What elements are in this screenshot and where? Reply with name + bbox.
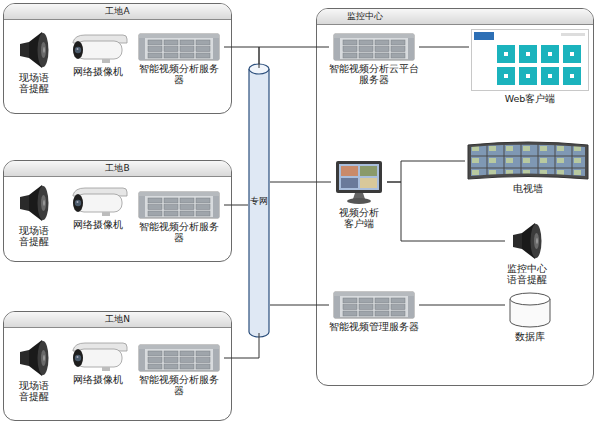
- device-label: 电视墙: [465, 184, 591, 195]
- spk-icon: [17, 338, 51, 378]
- camera-device: 网络摄像机: [66, 187, 130, 231]
- device-label: 网络摄像机: [66, 375, 130, 386]
- srv-icon: [333, 33, 415, 61]
- connector-line: [270, 305, 329, 306]
- site-panel: 工地B 现场语音提醒 网络摄像机智能视频分析服务器: [3, 160, 232, 262]
- device-label: 现场语音提醒: [18, 73, 50, 95]
- device-label: 视频分析客户端: [339, 208, 379, 230]
- device-label: 智能视频分析服务器: [137, 64, 221, 86]
- site-panel: 工地A 现场语音提醒 网络摄像机智能视频分析服务器: [3, 3, 232, 114]
- center-panel: 监控中心智能视频分析云平台服务器 Web客户端视频分析客户端 电视墙监控中心语音提醒…: [316, 8, 594, 386]
- spk-icon: [17, 183, 51, 223]
- tv-icon: [467, 141, 589, 181]
- srv-icon: [138, 344, 220, 372]
- connector-line: [419, 47, 469, 48]
- cam-icon: [68, 187, 128, 217]
- server-device: 智能视频分析云平台服务器: [329, 33, 419, 86]
- panel-title: 工地N: [4, 312, 231, 328]
- network-bus: 专网: [248, 63, 270, 338]
- cam-icon: [68, 342, 128, 372]
- server-device: 智能视频分析服务器: [134, 344, 224, 397]
- client-monitor: 视频分析客户端: [331, 159, 387, 230]
- device-label: 网络摄像机: [66, 220, 130, 231]
- web-icon: [471, 29, 589, 91]
- connector-line: [419, 305, 505, 306]
- server-device: 智能视频分析服务器: [134, 191, 224, 244]
- panel-title: 工地A: [4, 4, 231, 20]
- device-label: 智能视频分析服务器: [137, 375, 221, 397]
- connector-line: [224, 47, 259, 68]
- panel-title: 工地B: [4, 161, 231, 177]
- device-label: 数据库: [505, 332, 555, 343]
- speaker-device: 现场语音提醒: [14, 183, 54, 248]
- cam-icon: [68, 34, 128, 64]
- connector-line: [224, 205, 248, 206]
- connector-line: [387, 161, 465, 182]
- device-label: 智能视频分析服务器: [137, 222, 221, 244]
- device-label: 监控中心语音提醒: [507, 264, 547, 286]
- device-label: 智能视频分析云平台服务器: [329, 64, 419, 86]
- db-icon: [507, 291, 553, 329]
- server-device: 智能视频管理服务器: [329, 291, 419, 333]
- bus-label: 专网: [248, 194, 270, 207]
- spk-icon: [510, 221, 544, 261]
- device-label: 智能视频管理服务器: [329, 322, 419, 333]
- connector-line: [259, 47, 329, 64]
- device-label: Web客户端: [469, 94, 591, 105]
- device-label: 网络摄像机: [66, 67, 130, 78]
- speaker-device: 现场语音提醒: [14, 30, 54, 95]
- srv-icon: [138, 191, 220, 219]
- srv-icon: [138, 33, 220, 61]
- device-label: 现场语音提醒: [18, 226, 50, 248]
- srv-icon: [333, 291, 415, 319]
- connector-line: [387, 182, 505, 241]
- speaker-device: 监控中心语音提醒: [505, 221, 549, 286]
- camera-device: 网络摄像机: [66, 342, 130, 386]
- spk-icon: [17, 30, 51, 70]
- connector-line: [270, 182, 331, 183]
- camera-device: 网络摄像机: [66, 34, 130, 78]
- speaker-device: 现场语音提醒: [14, 338, 54, 403]
- device-label: 现场语音提醒: [18, 381, 50, 403]
- database-cylinder: 数据库: [505, 291, 555, 343]
- panel-title: 监控中心: [317, 9, 593, 25]
- web-client: Web客户端: [469, 29, 591, 105]
- server-device: 智能视频分析服务器: [134, 33, 224, 86]
- tv-wall: 电视墙: [465, 141, 591, 195]
- connector-line: [224, 333, 259, 358]
- mon-icon: [334, 159, 384, 205]
- site-panel: 工地N 现场语音提醒 网络摄像机智能视频分析服务器: [3, 311, 232, 421]
